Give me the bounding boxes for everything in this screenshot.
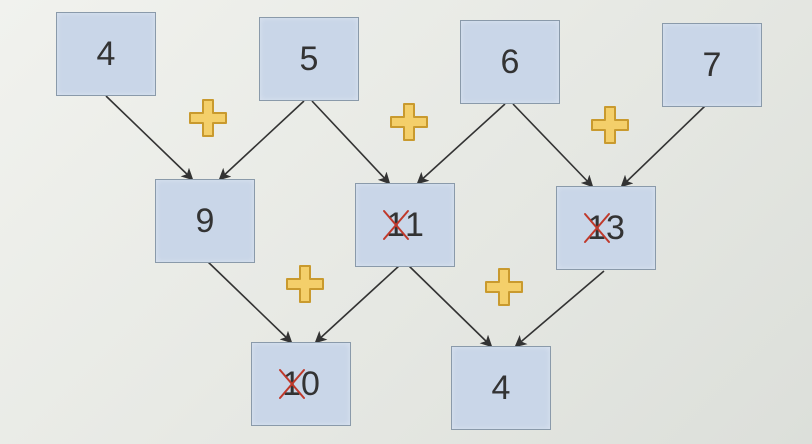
arrow-13-to-4 bbox=[514, 270, 605, 348]
arrow-5-to-9 bbox=[218, 100, 305, 181]
plus-icon bbox=[189, 99, 227, 137]
middle-node-1: 9 bbox=[155, 179, 255, 263]
arrow-11-to-10 bbox=[314, 264, 401, 344]
plus-icon bbox=[390, 103, 428, 141]
node-digit: 1 bbox=[282, 364, 301, 403]
top-node-1: 4 bbox=[56, 12, 156, 96]
node-value: 5 bbox=[299, 39, 319, 78]
node-value: 4 bbox=[96, 34, 116, 73]
top-node-3: 6 bbox=[460, 20, 560, 104]
node-digit: 1 bbox=[587, 208, 606, 247]
middle-node-2: 1 1 bbox=[355, 183, 455, 267]
crossed-out-digit: 1 bbox=[278, 364, 305, 404]
arrow-7-to-13 bbox=[620, 105, 706, 188]
node-digit: 1 bbox=[386, 205, 405, 244]
arrow-6-to-13 bbox=[512, 103, 594, 188]
arrow-6-to-11 bbox=[416, 103, 506, 185]
crossed-out-digit: 1 bbox=[382, 205, 409, 245]
plus-icon bbox=[591, 106, 629, 144]
arrow-4-to-9 bbox=[105, 95, 194, 181]
middle-node-3: 1 3 bbox=[556, 186, 656, 270]
node-digit: 4 bbox=[491, 368, 511, 407]
node-digit: 9 bbox=[195, 201, 215, 240]
arrow-5-to-11 bbox=[311, 100, 391, 185]
node-digit: 0 bbox=[301, 364, 320, 403]
top-node-4: 7 bbox=[662, 23, 762, 107]
bottom-node-2: 4 bbox=[451, 346, 551, 430]
plus-icon bbox=[485, 268, 523, 306]
node-digit: 3 bbox=[606, 208, 625, 247]
top-node-2: 5 bbox=[259, 17, 359, 101]
node-digit: 1 bbox=[405, 205, 424, 244]
arrow-9-to-10 bbox=[205, 259, 293, 344]
node-value: 7 bbox=[702, 45, 722, 84]
arrow-11-to-4 bbox=[407, 264, 493, 348]
bottom-node-1: 1 0 bbox=[251, 342, 351, 426]
plus-icon bbox=[286, 265, 324, 303]
crossed-out-digit: 1 bbox=[583, 208, 610, 248]
node-value: 6 bbox=[500, 42, 520, 81]
